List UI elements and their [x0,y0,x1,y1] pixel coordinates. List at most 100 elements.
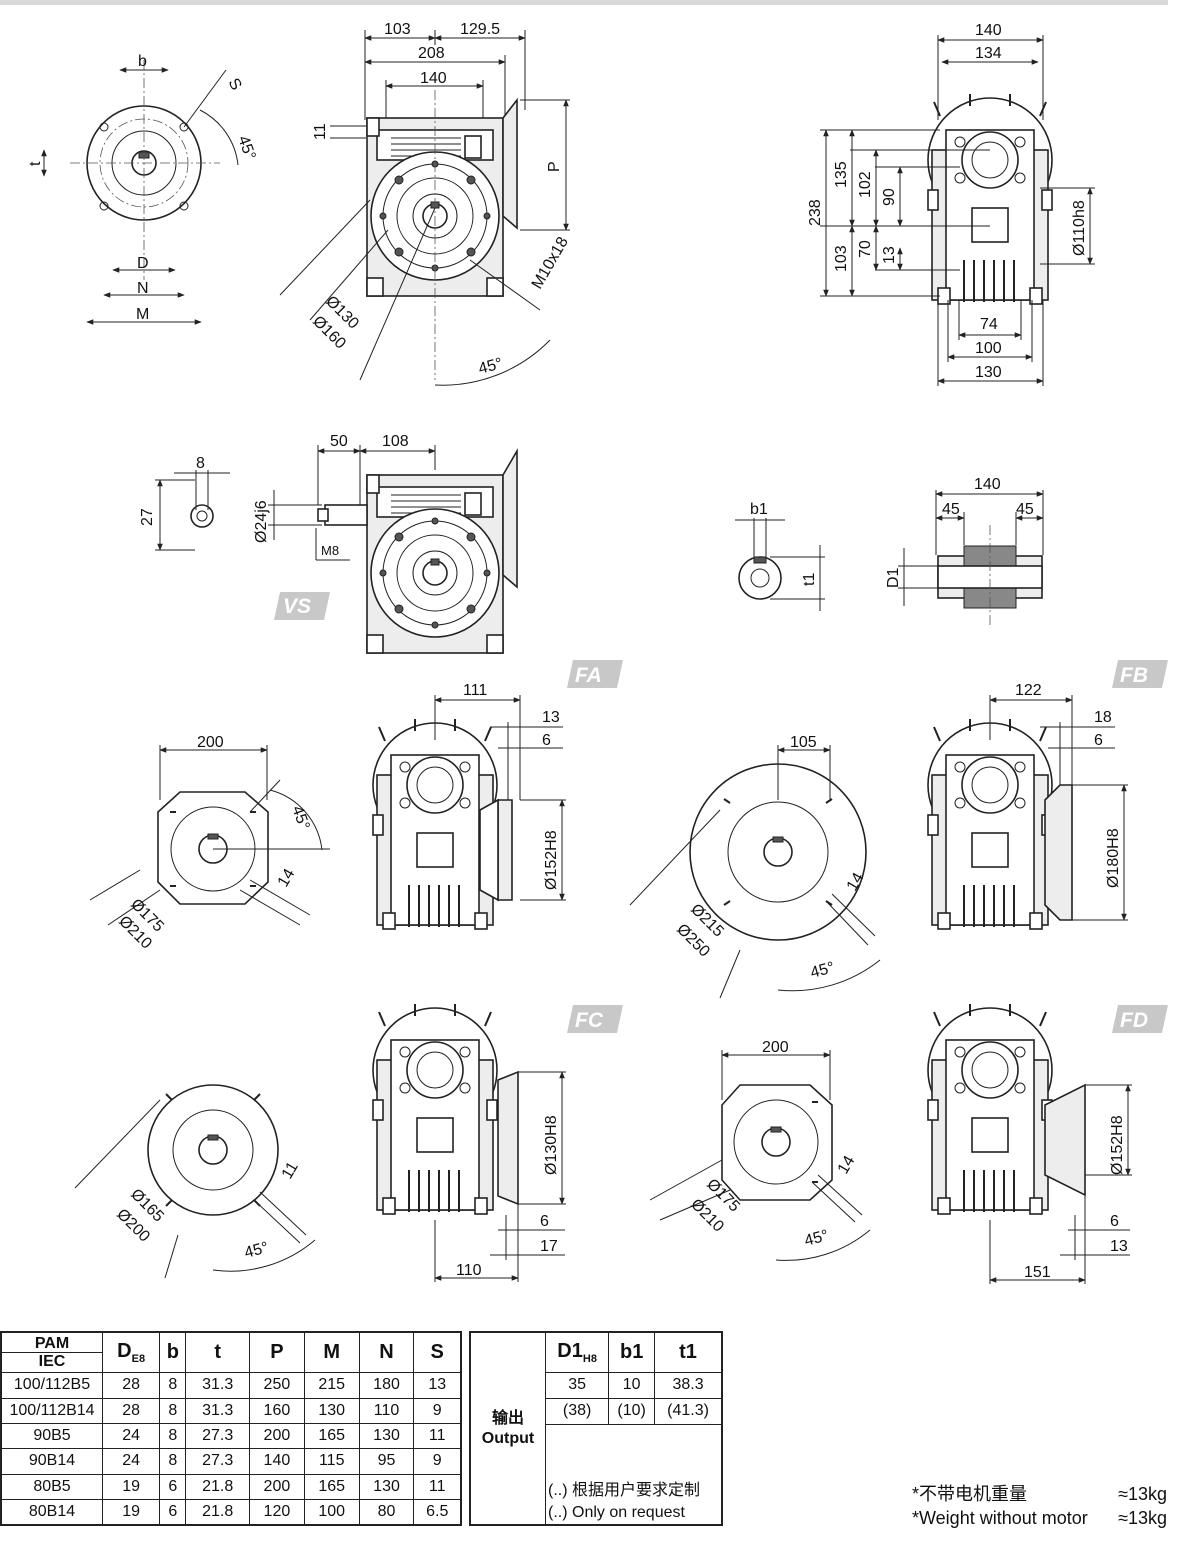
table-cell: 27.3 [185,1422,250,1450]
dim-fa-6: 6 [542,732,551,749]
top-rule [0,0,1168,5]
pam-iec-cell: 90B14 [0,1448,103,1475]
dim-fc-6: 6 [540,1213,549,1230]
table-cell: 28 [101,1372,161,1399]
pam-iec-cell: 80B14 [0,1499,103,1526]
dim-74: 74 [980,316,998,333]
technical-drawing: b S 45° t D N M 103 129.5 208 140 11 P [27,21,1168,1284]
table-cell: 31.3 [185,1372,250,1399]
table-cell: 8 [159,1422,187,1450]
output-cell: 10 [608,1371,656,1399]
table-cell: 24 [101,1448,161,1475]
weight-cn-line: *不带电机重量 ≈13kg [912,1482,1167,1506]
dim-fd-45: 45° [803,1227,831,1250]
fa-view: FA 200 45° 14 Ø175 Ø210 111 13 6 Ø152H8 [89,660,623,953]
fc-view: FC 11 Ø165 Ø200 45° Ø130H8 6 17 110 [74,1003,623,1282]
dim-70: 70 [857,240,874,258]
table-cell: 21.8 [185,1473,250,1501]
table-cell: 31.3 [185,1397,250,1424]
dim-238: 238 [807,199,824,226]
dim-fb-105: 105 [790,734,817,751]
dim-fa-152: Ø152H8 [543,830,560,890]
dim-27: 27 [139,508,156,526]
dim-fb-122: 122 [1015,682,1042,699]
table-cell: 13 [413,1372,462,1399]
dim-100: 100 [975,340,1002,357]
dim-45-shaft-right: 45 [1016,501,1034,518]
dim-24j6: Ø24j6 [253,500,270,543]
dim-140-shaft: 140 [974,476,1001,493]
dim-fd-152: Ø152H8 [1109,1115,1126,1175]
table-cell: 215 [303,1372,360,1399]
vs-view: 50 108 Ø24j6 M8 VS [253,433,518,654]
weight-en-line: *Weight without motor ≈13kg [912,1506,1167,1530]
table-cell: 130 [303,1397,360,1424]
table-cell: 24 [101,1422,161,1450]
table-cell: 8 [159,1397,187,1424]
output-label-cell: 输出 Output [469,1331,546,1526]
pam-iec-cell: 90B5 [0,1422,103,1450]
dim-fc-130: Ø130H8 [543,1115,560,1175]
weight-note: *不带电机重量 ≈13kg *Weight without motor ≈13k… [912,1482,1167,1530]
dim-129-5: 129.5 [460,21,500,38]
fb-view: FB 105 14 Ø215 Ø250 45° 122 18 6 Ø180H8 [629,660,1168,999]
table-cell: 130 [358,1422,415,1450]
header-iec: IEC [2,1352,102,1370]
output-table: 输出 Output D1H8 b1 t1 35 10 38.3 (38) (10… [469,1331,723,1526]
dim-fd-14: 14 [835,1153,859,1177]
dim-90: 90 [881,188,898,206]
dim-fa-14: 14 [275,866,299,890]
dim-11-front: 11 [312,123,329,140]
dim-fc-11: 11 [279,1159,302,1182]
table-cell: 11 [413,1422,462,1450]
header-p: P [249,1331,305,1374]
dim-102: 102 [857,171,874,198]
dim-p: P [546,161,563,172]
badge-fc: FC [575,1009,604,1032]
dim-d: D [137,255,149,272]
dim-fc-110: 110 [456,1262,482,1279]
weight-en-label: *Weight without motor [912,1508,1088,1528]
dim-fb-14: 14 [844,870,868,894]
table-cell: 200 [249,1473,305,1501]
dim-135: 135 [833,161,850,188]
header-b: b [159,1331,187,1374]
table-cell: 9 [413,1397,462,1424]
dim-fc-45: 45° [243,1239,271,1262]
header-m: M [303,1331,360,1374]
dim-fb-45: 45° [809,959,837,982]
table-cell: 165 [303,1422,360,1450]
table-cell: 19 [101,1499,161,1526]
dim-208: 208 [418,45,445,62]
output-cell: (38) [544,1397,610,1425]
dim-s: S [225,76,245,94]
table-cell: 21.8 [185,1499,250,1526]
dim-m10x18: M10x18 [529,234,572,292]
note-cn: (..) 根据用户要求定制 [548,1482,700,1499]
table-cell: 130 [358,1473,415,1501]
dim-m: M [136,306,149,323]
table-cell: 28 [101,1397,161,1424]
pam-iec-cell: 100/112B14 [0,1397,103,1424]
table-cell: 100 [303,1499,360,1526]
output-label-cn: 输出 [491,1409,524,1427]
dim-n: N [137,280,149,297]
table-cell: 6 [159,1499,187,1526]
dim-45-motor: 45° [234,134,258,163]
header-s: S [413,1331,462,1374]
table-cell: 165 [303,1473,360,1501]
table-cell: 110 [358,1397,415,1424]
table-cell: 115 [303,1448,360,1475]
hollow-shaft-section: b1 t1 140 45 45 D1 [735,476,1044,625]
table-cell: 6.5 [413,1499,462,1526]
pam-iec-cell: 80B5 [0,1473,103,1501]
badge-fd: FD [1120,1009,1148,1032]
dim-45-front: 45° [477,355,505,378]
output-header-row: 输出 Output D1H8 b1 t1 [469,1331,723,1526]
table-cell: 8 [159,1372,187,1399]
dim-fa-45: 45° [288,804,312,833]
table-cell: 200 [249,1422,305,1450]
